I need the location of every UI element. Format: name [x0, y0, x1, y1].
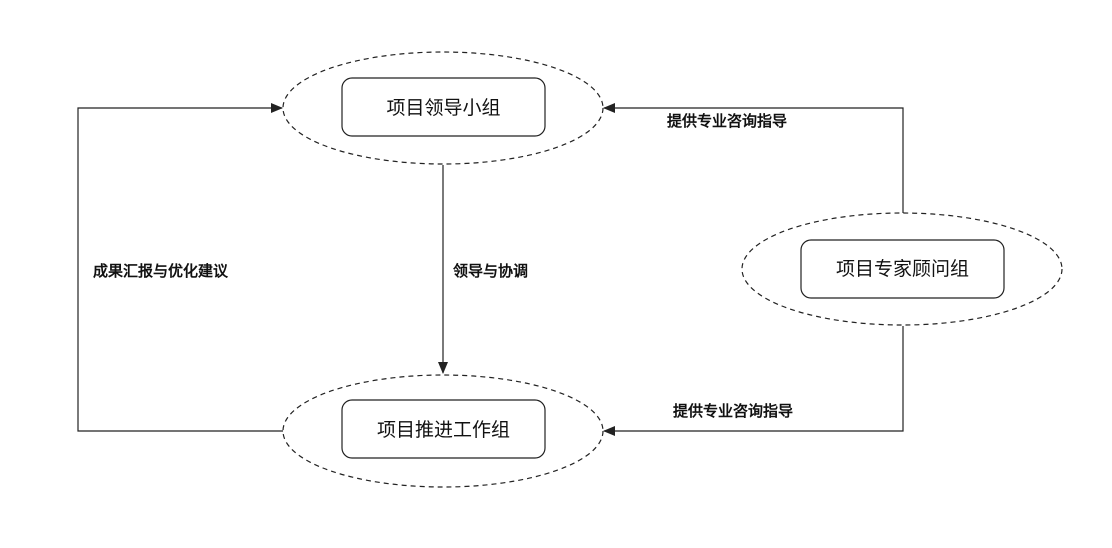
- node-working: 项目推进工作组: [282, 374, 604, 488]
- node-expert-dashed-ellipse: [741, 212, 1063, 326]
- node-leadership-label: 项目领导小组: [386, 97, 500, 119]
- edge-expert-to-leadership-line: [603, 103, 904, 213]
- edge-expert-to-working-label: 提供专业咨询指导: [673, 402, 793, 420]
- edge-expert-to-working-line: [603, 326, 904, 436]
- node-expert-label: 项目专家顾问组: [836, 258, 969, 280]
- node-working-box: [341, 399, 546, 459]
- node-leadership: 项目领导小组: [282, 51, 604, 165]
- edge-expert-to-leadership: 提供专业咨询指导: [603, 103, 904, 213]
- edge-working-to-leadership: 成果汇报与优化建议: [77, 103, 283, 432]
- node-leadership-box: [341, 77, 546, 137]
- edge-expert-to-working: 提供专业咨询指导: [603, 326, 904, 436]
- node-working-label: 项目推进工作组: [377, 419, 510, 441]
- edge-working-to-leadership-label: 成果汇报与优化建议: [93, 262, 229, 280]
- edge-leadership-to-working-label: 领导与协调: [452, 262, 528, 280]
- edge-leadership-to-working: 领导与协调: [438, 165, 528, 374]
- edge-expert-to-leadership-label: 提供专业咨询指导: [667, 112, 787, 130]
- edge-working-to-leadership-line: [77, 103, 283, 432]
- node-expert: 项目专家顾问组: [741, 212, 1063, 326]
- node-expert-box: [800, 239, 1005, 299]
